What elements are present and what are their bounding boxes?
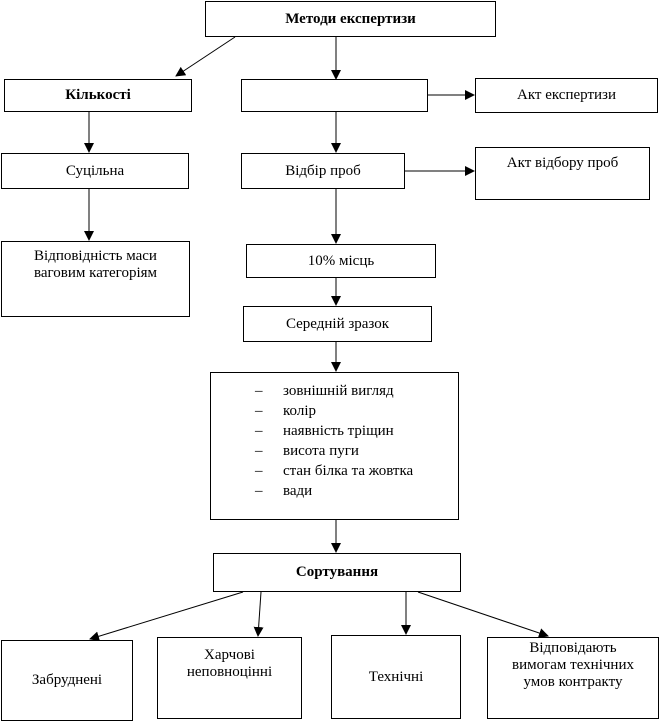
ten-percent-text: 10% місць [307, 252, 375, 269]
mass-text-line2: ваговим категоріям [33, 265, 158, 281]
list-dash: – [255, 403, 263, 419]
conform-text-line1: Відповідають [529, 640, 617, 656]
check-item-text: висота пуги [283, 443, 359, 459]
check-item-text: зовнішній вигляд [283, 383, 394, 399]
checks-box [210, 372, 459, 520]
method-blank-box [241, 79, 428, 112]
act-sampling-box: Акт відбору проб [475, 147, 650, 200]
quantity-box: Кількості [4, 79, 192, 112]
list-dash: – [255, 483, 263, 499]
food-box: Харчові неповноцінні [157, 637, 302, 719]
contaminated-text: Забруднені [31, 672, 103, 688]
title-box: Методи експертизи [205, 1, 496, 37]
list-dash: – [255, 443, 263, 459]
list-dash: – [255, 463, 263, 479]
mass-box: Відповідність маси ваговим категоріям [1, 241, 190, 317]
technical-box: Технічні [331, 635, 461, 719]
act-sampling-text: Акт відбору проб [506, 155, 619, 171]
full-text: Суцільна [65, 162, 125, 179]
conform-text-line3: умов контракту [523, 674, 623, 690]
check-item-text: стан білка та жовтка [283, 463, 414, 479]
sorting-text: Сортування [295, 564, 379, 580]
full-box: Суцільна [1, 153, 189, 189]
check-item: – вади [255, 481, 413, 501]
sorting-box: Сортування [213, 553, 461, 592]
check-item: – зовнішній вигляд [255, 381, 413, 401]
technical-text: Технічні [368, 668, 424, 685]
arrow-title-to-quantity [175, 36, 236, 77]
check-item: – стан білка та жовтка [255, 461, 413, 481]
check-item-text: вади [283, 483, 313, 499]
conform-text-line2: вимогам технічних [512, 657, 634, 673]
conform-box: Відповідають вимогам технічних умов конт… [487, 637, 659, 719]
check-item: – наявність тріщин [255, 421, 413, 441]
checks-list: – зовнішній вигляд – колір – наявність тріщ… [255, 381, 413, 501]
quantity-text: Кількості [65, 87, 131, 103]
average-sample-box: Середній зразок [243, 306, 432, 342]
food-text-line1: Харчові [204, 647, 255, 663]
list-dash: – [255, 383, 263, 399]
mass-text-line1: Відповідність маси [34, 248, 157, 264]
list-dash: – [255, 423, 263, 439]
arrow-sorting-to-contaminated [89, 591, 244, 642]
act-expertise-box: Акт експертизи [475, 78, 658, 113]
ten-percent-box: 10% місць [246, 244, 436, 278]
arrow-sorting-to-food [253, 591, 264, 637]
average-sample-text: Середній зразок [285, 315, 390, 332]
check-item: – колір [255, 401, 413, 421]
sampling-box: Відбір проб [241, 153, 405, 189]
contaminated-box: Забруднені [1, 640, 133, 721]
check-item-text: колір [283, 403, 316, 419]
title-text: Методи експертизи [285, 10, 416, 27]
food-text-line2: неповноцінні [186, 664, 273, 680]
sampling-text: Відбір проб [285, 162, 361, 179]
check-item: – висота пуги [255, 441, 413, 461]
act-expertise-text: Акт експертизи [517, 87, 616, 103]
check-item-text: наявність тріщин [283, 423, 394, 439]
arrow-sorting-to-conform [417, 591, 549, 638]
